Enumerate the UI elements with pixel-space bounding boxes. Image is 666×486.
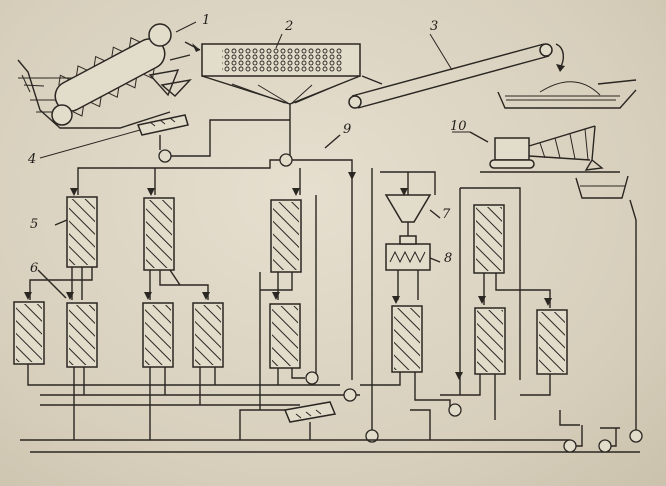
- pump-c: [365, 429, 379, 443]
- cyclone-row-2: [13, 269, 568, 375]
- conveyor-3: [348, 43, 565, 109]
- jig-8: [385, 235, 441, 300]
- pump-a: [305, 371, 319, 385]
- callout-10: 10: [450, 119, 467, 134]
- callout-6: 6: [30, 261, 38, 276]
- pump-g: [629, 429, 643, 443]
- callout-1: 1: [202, 13, 210, 28]
- pump-e: [563, 439, 577, 453]
- pit-water: [21, 74, 70, 113]
- callout-2: 2: [284, 19, 293, 34]
- screen-4: [136, 114, 290, 163]
- callout-4: 4: [27, 152, 36, 167]
- dredge-ladder: [54, 38, 166, 112]
- pump-4: [158, 149, 172, 163]
- bucket-dredge: [17, 23, 192, 129]
- callout-3: 3: [430, 19, 438, 34]
- waste-pond: [497, 79, 637, 109]
- callout-9: 9: [343, 122, 351, 137]
- flow-arrows: [24, 172, 552, 380]
- pit-outline: [17, 59, 171, 129]
- pump-d: [448, 403, 462, 417]
- dredge-bottom-drum: [51, 104, 73, 126]
- callout-7: 7: [442, 207, 451, 222]
- excavator-10: [469, 125, 629, 199]
- callout-labels: 1 2 3 4 5 6 7 8 9 10: [27, 13, 467, 276]
- pump-b: [343, 388, 357, 402]
- dredge-top-drum: [148, 23, 172, 47]
- pump-9: [279, 153, 293, 167]
- cyclone-row-1: [54, 196, 505, 274]
- pump-f: [598, 439, 612, 453]
- trommel-collector: [201, 75, 361, 105]
- collector-network: [20, 199, 643, 453]
- excavator-cab: [494, 137, 530, 161]
- trommel-screen-2: [184, 41, 361, 160]
- callout-5: 5: [30, 217, 38, 232]
- callout-8: 8: [444, 251, 452, 266]
- pump-9-line: [77, 134, 353, 380]
- screen-bottom: [283, 401, 337, 423]
- thickener-7: [380, 171, 441, 240]
